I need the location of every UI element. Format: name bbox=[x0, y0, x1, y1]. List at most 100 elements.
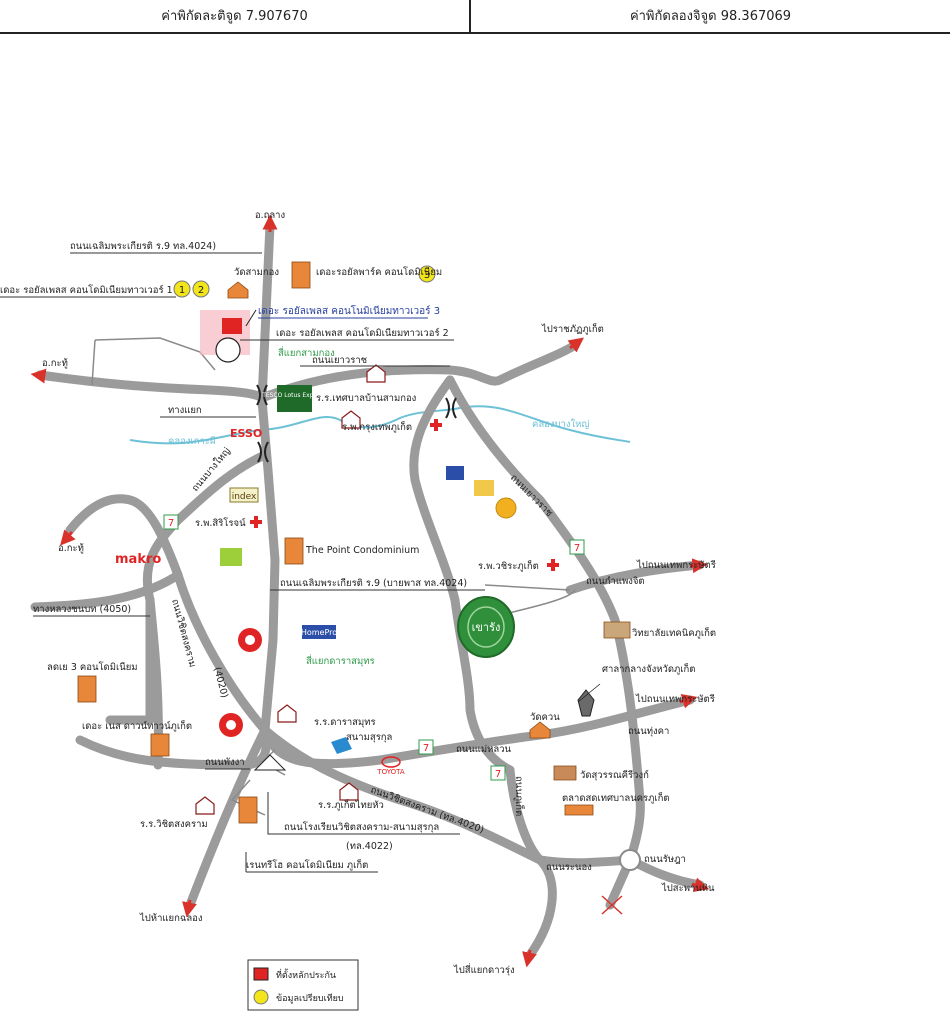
road-thepkrasat bbox=[565, 560, 705, 595]
closed-road-mark bbox=[601, 895, 623, 915]
overpass-icons bbox=[256, 384, 457, 463]
road-left-local bbox=[75, 725, 271, 770]
road-school-label: ถนนโรงเรียนวิชิตสงคราม-สนามสุรกุล bbox=[284, 821, 439, 833]
marker-1: 1 bbox=[179, 285, 185, 296]
road-chalong bbox=[185, 725, 270, 910]
canal-1-label: คลองเกาะผี bbox=[168, 435, 216, 447]
condo-left1-label: ลดเย 3 คอนโดมิเนียม bbox=[47, 661, 138, 673]
canal-2-label: คลองบางใหญ่ bbox=[532, 418, 590, 430]
checkpoint-label: ทางแยก bbox=[168, 405, 202, 416]
hospital-crosses bbox=[250, 419, 559, 571]
school-wichit-label: ร.ร.วิชิตสงคราม bbox=[140, 819, 208, 830]
school-icons bbox=[195, 364, 386, 815]
road-yaowarat-loop bbox=[409, 375, 515, 775]
temple-icons bbox=[227, 281, 631, 816]
seven-eleven-icons: 7 7 7 7 bbox=[163, 514, 585, 781]
road-phuket-label: ถนนภูเก็ต bbox=[513, 776, 526, 816]
seven-2: 7 bbox=[574, 543, 580, 554]
road-kamthieng-label: ถนนกำแพงจิต bbox=[586, 576, 645, 587]
dest-chalong-label: ไปห้าแยกฉลอง bbox=[139, 912, 202, 924]
road-rajabhat bbox=[257, 340, 580, 403]
dest-north-label: อ.ถลาง bbox=[255, 210, 285, 221]
seven-1: 7 bbox=[168, 518, 174, 529]
school-dara-label: ร.ร.ดาราสมุทร bbox=[314, 717, 376, 728]
roads bbox=[30, 220, 705, 960]
homepro-logo: HomePro bbox=[301, 628, 337, 637]
road-kathu-top bbox=[35, 370, 267, 403]
legend: ที่ตั้งหลักประกัน ข้อมูลเปรียบเทียบ bbox=[247, 959, 359, 1011]
road-left-label: ถนนพังงา bbox=[205, 757, 245, 768]
tower12-label: เดอะ รอยัลเพลส คอนโดมิเนียมทาวเวอร์ 1 bbox=[0, 284, 173, 296]
the-point-label: The Point Condominium bbox=[305, 545, 419, 556]
latitude-cell: ค่าพิกัดละติจูด 7.907670 bbox=[161, 9, 308, 24]
road-makro-label: ทางหลวงชนบท (4050) bbox=[33, 604, 131, 615]
cityhall-emblem bbox=[577, 683, 601, 717]
wat-khuan-label: วัดควน bbox=[530, 712, 560, 723]
comparable-markers: 1 2 3 bbox=[173, 265, 436, 298]
cityhall-label: ศาลากลางจังหวัดภูเก็ต bbox=[602, 662, 695, 675]
index-logo: index bbox=[232, 492, 257, 502]
tower2-label: เดอะ รอยัลเพลส คอนโดมิเนียมทาวเวอร์ 2 bbox=[276, 327, 449, 339]
dest-thepkrasattri-1-label: ไปถนนเทพกระษัตรี bbox=[636, 559, 716, 571]
road-ranong bbox=[505, 765, 545, 865]
dest-kathu-left-label: อ.กะทู้ bbox=[58, 543, 84, 554]
dest-thepkrasattri-2-label: ไปถนนเทพกระษัตรี bbox=[635, 693, 715, 705]
map-labels: อ.ถลาง ถนนเฉลิมพระเกียรติ ร.9 ทล.4024) ว… bbox=[0, 210, 716, 976]
road-school bbox=[260, 695, 695, 769]
seven-4: 7 bbox=[495, 769, 501, 780]
wat-suwan-label: วัดสุวรรณคีรีวงก์ bbox=[580, 769, 649, 781]
condo-left2-label: เดอะ เนส ดาวน์ทาวน์ภูเก็ต bbox=[82, 719, 192, 732]
road-left-vertical bbox=[105, 595, 155, 725]
legend-project: ที่ตั้งหลักประกัน bbox=[276, 968, 336, 981]
seven-3: 7 bbox=[423, 743, 429, 754]
project-label: เดอะ รอยัลเพลส คอนโนมิเนียมทาวเวอร์ 3 bbox=[258, 304, 440, 317]
marker-2: 2 bbox=[198, 285, 204, 296]
school-phuket-thai-label: ร.ร.ภูเก็ตไทยหัว bbox=[318, 798, 384, 811]
kaorang-hill: เขารัง bbox=[457, 596, 515, 658]
landmark3-label: เดอะรอยัลพาร์ค คอนโดมิเนียม bbox=[316, 266, 442, 278]
road-chaloem-north bbox=[257, 220, 280, 735]
condo-bottom-label: เรนทรีโฮ คอนโดมิเนียม ภูเก็ต bbox=[246, 858, 368, 871]
marker-3: 3 bbox=[424, 270, 430, 281]
dest-darawadee-label: ไปสี่แยกดาวรุ่ง bbox=[453, 963, 515, 976]
road-rasada-label: ถนนรัษฎา bbox=[644, 854, 686, 865]
wat-samkong-label: วัดสามกอง bbox=[234, 267, 279, 278]
market-label: ตลาดสดเทศบาลนครภูเก็ต bbox=[562, 791, 670, 804]
road-yaowarat-east bbox=[445, 375, 645, 865]
road-ranong-label: ถนนระนอง bbox=[546, 862, 592, 873]
hospital-sirirot-label: ร.พ.สิริโรจน์ bbox=[195, 517, 246, 529]
toyota-logo: TOYOTA bbox=[376, 768, 405, 776]
dest-saphanhin-label: ไปสะพานหิน bbox=[661, 882, 715, 894]
brand-logos: TESCO Lotus Express ESSO makro HomePro i… bbox=[115, 385, 517, 776]
road-makro bbox=[30, 570, 183, 612]
hospital-bangkok-label: ร.พ.กรุงเทพภูเก็ต bbox=[342, 420, 412, 433]
project-site bbox=[200, 309, 257, 363]
destination-arrows bbox=[30, 214, 710, 968]
lotus-logo: TESCO Lotus Express bbox=[261, 392, 326, 399]
header-divider bbox=[469, 0, 471, 32]
kaorang-label: เขารัง bbox=[472, 621, 501, 634]
canals bbox=[129, 405, 631, 445]
road-bangyai bbox=[142, 450, 270, 770]
road-chaloem-top-label: ถนนเฉลิมพระเกียรติ ร.9 ทล.4024) bbox=[70, 240, 216, 252]
esso-logo: ESSO bbox=[230, 427, 262, 440]
road-kathu-left bbox=[65, 494, 183, 580]
coordinates-header: ค่าพิกัดละติจูด 7.907670 ค่าพิกัดลองจิจู… bbox=[0, 0, 950, 34]
roundabout bbox=[619, 849, 641, 871]
leader-lines bbox=[0, 252, 485, 873]
dest-rajabhat-label: ไปราชภัฏภูเก็ต bbox=[541, 322, 604, 335]
road-school-2-label: (ทล.4022) bbox=[346, 841, 393, 852]
road-maeluan-label: ถนนแม่หลวน bbox=[456, 744, 512, 755]
hospital-vachira-label: ร.พ.วชิระภูเก็ต bbox=[478, 559, 539, 572]
building-icons bbox=[77, 261, 311, 824]
stadium-label: สนามสุรกุล bbox=[346, 732, 393, 743]
road-wichit bbox=[173, 570, 557, 960]
bigc-logos bbox=[219, 628, 262, 737]
school-samkong-label: ร.ร.เทศบาลบ้านสามกอง bbox=[316, 393, 416, 404]
road-yaowarat-1-label: ถนนเยาวราช bbox=[312, 355, 368, 366]
technical-label: วิทยาลัยเทคนิคภูเก็ต bbox=[631, 626, 716, 639]
dest-kathu-top-label: อ.กะทู้ bbox=[42, 358, 68, 369]
longitude-cell: ค่าพิกัดลองจิจูด 98.367069 bbox=[629, 9, 792, 24]
junction-dara-label: สี่แยกดาราสมุทร bbox=[306, 654, 375, 667]
